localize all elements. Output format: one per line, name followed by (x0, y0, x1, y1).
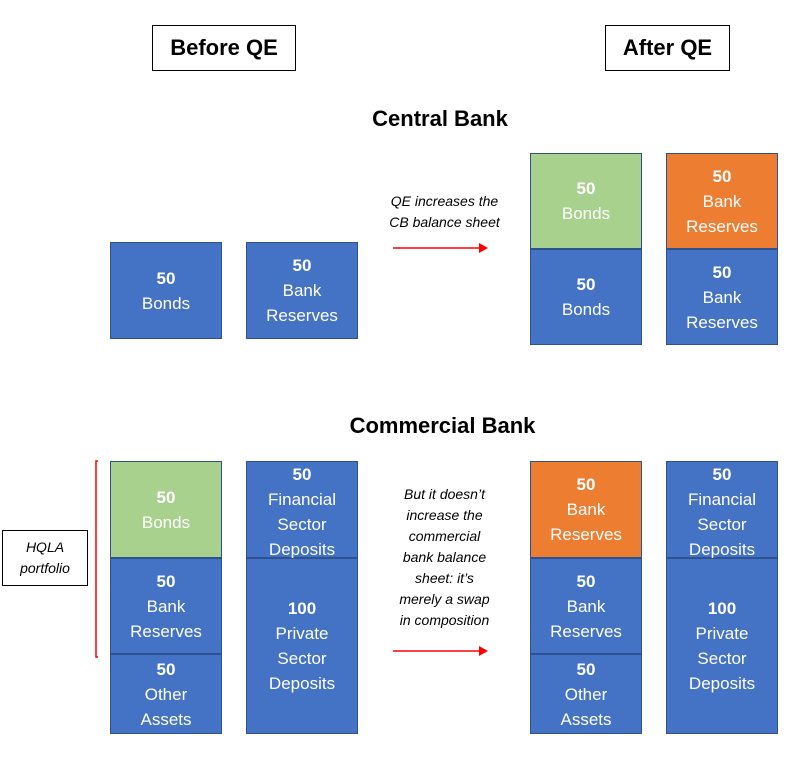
comm-after-priv-label-1: Private (695, 624, 749, 643)
comm-note-line-4: bank balance (402, 549, 487, 565)
comm-before-reserves-label-2: Reserves (130, 621, 202, 641)
comm-before-priv-label-3: Deposits (268, 674, 336, 693)
comm-after-new-reserves-value: 50 (576, 475, 596, 494)
comm-note: But it doesn’t increase the commercial b… (372, 484, 517, 631)
cb-arrow (393, 243, 488, 253)
comm-after-fin-label-1: Financial (687, 490, 757, 509)
hqla-label-line-1: HQLA (25, 539, 65, 555)
comm-before-other-value: 50 (156, 659, 176, 679)
cb-after-reserves-value: 50 (712, 262, 732, 282)
comm-arrow (393, 646, 488, 656)
cb-after-bonds-label: Bonds (561, 300, 611, 319)
comm-before-fin-label-2: Sector (277, 515, 327, 534)
comm-after-new-reserves: 50 Bank Reserves (530, 461, 642, 558)
comm-after-new-reserves-label-1: Bank (566, 500, 606, 519)
comm-after-fin-label-3: Deposits (688, 540, 756, 559)
comm-after-financial-deposits: 50 Financial Sector Deposits (666, 461, 778, 559)
comm-after-priv-value: 100 (707, 599, 737, 618)
comm-before-other-label-2: Assets (140, 709, 192, 729)
before-qe-header: Before QE (152, 25, 296, 71)
comm-before-fin-label-3: Deposits (268, 540, 336, 559)
hqla-label-line-2: portfolio (20, 560, 70, 576)
cb-before-reserves-label-2: Reserves (266, 306, 338, 325)
commercial-bank-title: Commercial Bank (349, 413, 536, 438)
cb-after-reserves-label-2: Reserves (686, 312, 758, 332)
central-bank-title: Central Bank (372, 106, 508, 131)
comm-before-bonds-label: Bonds (141, 512, 191, 532)
comm-before-fin-label-1: Financial (267, 490, 337, 509)
hqla-bracket (95, 460, 98, 658)
comm-after-fin-value: 50 (712, 465, 732, 484)
comm-before-reserves-value: 50 (156, 571, 176, 591)
comm-after-reserves-value: 50 (576, 571, 596, 591)
comm-before-reserves: 50 Bank Reserves (110, 558, 222, 654)
before-qe-label: Before QE (170, 35, 278, 60)
cb-before-bonds-label: Bonds (141, 293, 191, 313)
comm-after-priv-label-2: Sector (697, 649, 747, 668)
comm-after-other-value: 50 (576, 659, 596, 679)
hqla-portfolio-label: HQLA portfolio (2, 530, 88, 586)
cb-after-new-reserves-label-2: Reserves (686, 216, 758, 236)
cb-after-new-bonds-value: 50 (576, 179, 596, 198)
cb-note-line-1: QE increases the (390, 193, 499, 209)
cb-after-bonds: 50 Bonds (530, 249, 642, 345)
cb-before-reserves-label-1: Bank (282, 281, 322, 300)
comm-before-priv-value: 100 (287, 599, 317, 618)
cb-after-reserves-label-1: Bank (702, 287, 742, 307)
comm-after-reserves-label-1: Bank (566, 596, 606, 616)
cb-after-bonds-value: 50 (576, 275, 596, 294)
comm-after-reserves-label-2: Reserves (550, 621, 622, 641)
after-qe-header: After QE (605, 25, 730, 71)
comm-note-line-1: But it doesn’t (404, 486, 485, 502)
cb-after-new-bonds-label: Bonds (561, 204, 611, 223)
comm-after-other-assets: 50 Other Assets (530, 654, 642, 734)
comm-before-other-assets: 50 Other Assets (110, 654, 222, 734)
comm-before-other-label-1: Other (144, 684, 188, 704)
comm-note-line-3: commercial (408, 528, 481, 544)
comm-before-reserves-label-1: Bank (146, 596, 186, 616)
comm-before-bonds-value: 50 (156, 487, 176, 507)
comm-after-private-deposits: 100 Private Sector Deposits (666, 558, 778, 734)
after-qe-label: After QE (622, 35, 713, 60)
comm-after-reserves: 50 Bank Reserves (530, 558, 642, 654)
cb-after-new-reserves: 50 Bank Reserves (666, 153, 778, 249)
comm-before-private-deposits: 100 Private Sector Deposits (246, 558, 358, 734)
cb-before-bonds-value: 50 (156, 268, 176, 288)
comm-note-line-2: increase the (406, 507, 483, 523)
cb-note: QE increases the CB balance sheet (372, 191, 517, 233)
comm-before-priv-label-2: Sector (277, 649, 327, 668)
comm-before-bonds: 50 Bonds (110, 461, 222, 558)
comm-before-financial-deposits: 50 Financial Sector Deposits (246, 461, 358, 559)
comm-after-fin-label-2: Sector (697, 515, 747, 534)
comm-before-fin-value: 50 (292, 465, 312, 484)
comm-after-other-label-1: Other (564, 684, 608, 704)
cb-before-bonds: 50 Bonds (110, 242, 222, 339)
cb-after-new-bonds: 50 Bonds (530, 153, 642, 249)
comm-note-line-5: sheet: it’s (415, 570, 474, 586)
comm-before-priv-label-1: Private (275, 624, 329, 643)
cb-note-line-2: CB balance sheet (389, 214, 500, 230)
cb-before-reserves: 50 Bank Reserves (246, 242, 358, 339)
comm-after-priv-label-3: Deposits (688, 674, 756, 693)
cb-after-reserves: 50 Bank Reserves (666, 249, 778, 345)
cb-after-new-reserves-value: 50 (712, 166, 732, 186)
comm-note-line-7: in composition (399, 612, 490, 628)
comm-after-other-label-2: Assets (560, 709, 612, 729)
cb-after-new-reserves-label-1: Bank (702, 191, 742, 211)
cb-before-reserves-value: 50 (292, 256, 312, 275)
comm-after-new-reserves-label-2: Reserves (550, 525, 622, 544)
comm-note-line-6: merely a swap (399, 591, 490, 607)
